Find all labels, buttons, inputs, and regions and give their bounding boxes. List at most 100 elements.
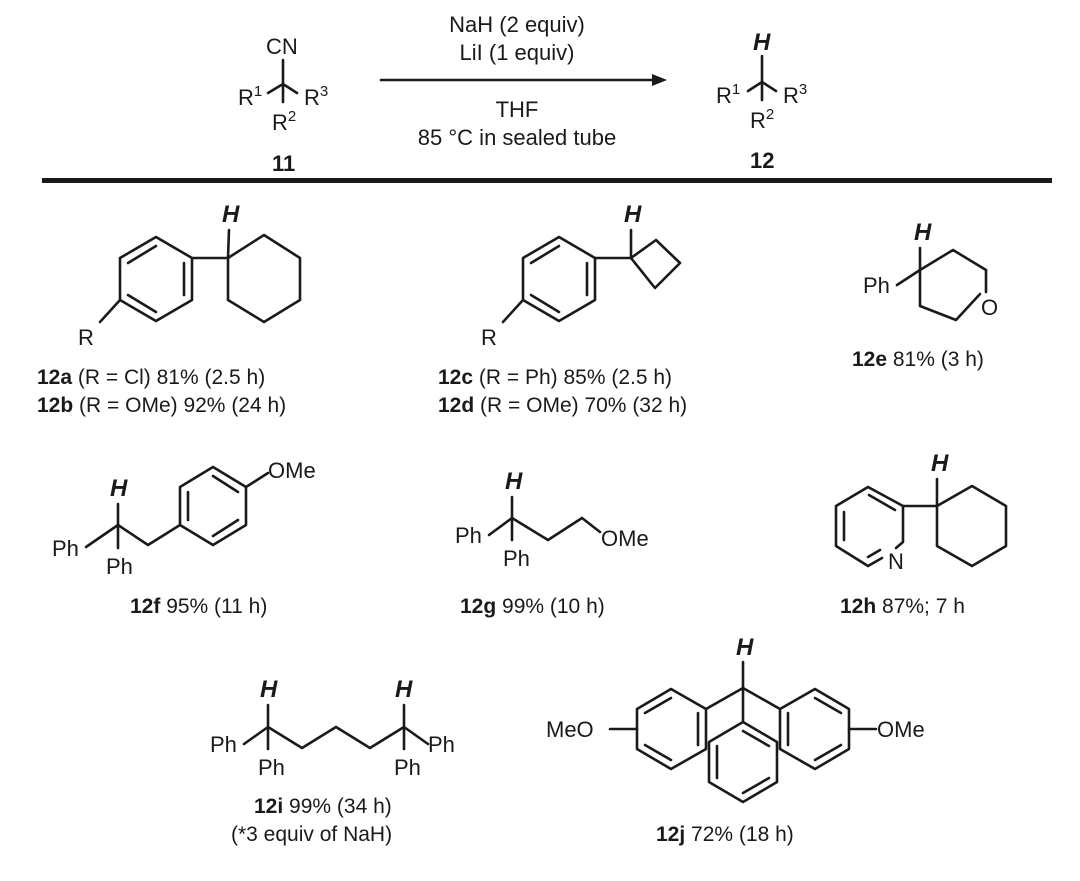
bond (715, 729, 771, 795)
cyano-group-label: CN (266, 34, 298, 59)
compound-12g: H Ph Ph OMe 12g 99% (10 h) (455, 468, 649, 618)
reactant-r2-label: R2 (272, 108, 296, 135)
ph-label: Ph (455, 523, 482, 548)
bond (895, 268, 922, 287)
compound-12e: H Ph O 12e 81% (3 h) (852, 219, 998, 371)
caption-12h: 12h 87%; 7 h (840, 595, 965, 618)
ph-label: Ph (503, 546, 530, 571)
bond (741, 686, 782, 711)
product-id-label: 12 (750, 148, 774, 173)
benzene-ring (635, 687, 708, 771)
compound-12cd: H R 12c (R = Ph) 85% (2.5 h) 12d (R = OM… (438, 201, 687, 417)
compound-12f: H Ph Ph OMe 12f 95% (11 h) (52, 458, 316, 618)
ome-label: OMe (601, 526, 649, 551)
caption-12b: 12b (R = OMe) 92% (24 h) (37, 394, 286, 417)
bond (786, 696, 843, 762)
ph-label: Ph (394, 755, 421, 780)
caption-12e: 12e 81% (3 h) (852, 348, 984, 371)
general-reaction: CN R1 R3 R2 11 NaH (2 equiv) LiI (1 equi… (238, 12, 807, 176)
h-label: H (260, 676, 278, 703)
n-label: N (888, 549, 904, 574)
bond (842, 493, 897, 559)
ph-label: Ph (106, 554, 133, 579)
product-r3-label: R3 (783, 81, 807, 108)
bond (529, 244, 589, 314)
h-label: H (736, 634, 754, 661)
condition-temperature: 85 °C in sealed tube (418, 125, 616, 150)
bond (186, 474, 240, 538)
bond (510, 516, 602, 542)
cyclohexane-ring (226, 233, 302, 324)
condition-solvent: THF (496, 97, 539, 122)
ph-label: Ph (210, 732, 237, 757)
product-hydrogen-label: H (753, 29, 771, 56)
ph-label: Ph (258, 755, 285, 780)
bond (116, 523, 182, 547)
pyridine-ring (834, 485, 905, 568)
reactant-structure-11: CN R1 R3 R2 11 (238, 34, 328, 176)
h-label: H (395, 676, 413, 703)
ome-label: OMe (877, 717, 925, 742)
benzene-ring (178, 465, 248, 547)
meo-label: MeO (546, 717, 594, 742)
h-label: H (505, 468, 523, 495)
ph-label: Ph (428, 732, 455, 757)
condition-nah: NaH (2 equiv) (449, 12, 585, 37)
bond (487, 516, 514, 537)
compound-12j: H MeO OMe 12j 72% (18 h) (546, 634, 925, 846)
bond (266, 725, 406, 750)
benzene-ring (778, 687, 851, 771)
h-label: H (110, 475, 128, 502)
cyclobutane-ring (629, 238, 682, 290)
bond (242, 725, 270, 751)
bond (98, 298, 122, 324)
r-label: R (78, 325, 94, 350)
reactant-r3-label: R3 (304, 83, 328, 110)
caption-12c: 12c (R = Ph) 85% (2.5 h) (438, 366, 672, 389)
reaction-arrow: NaH (2 equiv) LiI (1 equiv) THF 85 °C in… (379, 12, 667, 150)
ph-label: Ph (863, 273, 890, 298)
bond (402, 703, 430, 751)
reactant-r1-label: R1 (238, 83, 262, 110)
bond (84, 523, 120, 549)
h-label: H (914, 219, 932, 246)
bond (643, 696, 700, 762)
reactant-id-label: 11 (272, 151, 295, 176)
h-label: H (222, 201, 240, 228)
compound-12h: H N 12h 87%; 7 h (834, 450, 1008, 618)
r-label: R (481, 325, 497, 350)
cyclohexane-ring (935, 484, 1008, 568)
bond (704, 686, 745, 711)
product-r1-label: R1 (716, 81, 740, 108)
caption-12f: 12f 95% (11 h) (130, 595, 267, 618)
bond (501, 298, 525, 324)
caption-12g: 12g 99% (10 h) (460, 595, 605, 618)
caption-12d: 12d (R = OMe) 70% (32 h) (438, 394, 687, 417)
compound-12i: H Ph Ph H Ph Ph 12i 99% (34 h) (*3 equiv… (210, 676, 455, 846)
h-label: H (624, 201, 642, 228)
bond (244, 471, 270, 489)
caption-12i: 12i 99% (34 h) (254, 795, 392, 818)
condition-lii: LiI (1 equiv) (460, 40, 575, 65)
caption-12i-note: (*3 equiv of NaH) (231, 823, 392, 846)
tetrahydropyran-ring (918, 248, 988, 322)
ome-label: OMe (268, 458, 316, 483)
benzene-ring (118, 235, 194, 323)
o-label: O (981, 295, 998, 320)
reactant-bonds (266, 58, 299, 104)
arrow-head (652, 74, 667, 86)
scheme-divider (42, 178, 1052, 183)
h-label: H (931, 450, 949, 477)
ph-label: Ph (52, 536, 79, 561)
caption-12a: 12a (R = Cl) 81% (2.5 h) (37, 366, 265, 389)
caption-12j: 12j 72% (18 h) (656, 823, 794, 846)
product-r2-label: R2 (750, 106, 774, 133)
compound-12ab: H R 12a (R = Cl) 81% (2.5 h) 12b (R = OM… (37, 201, 302, 417)
bond (126, 244, 186, 314)
product-structure-12: H R1 R3 R2 12 (716, 29, 807, 173)
product-bonds (746, 54, 778, 102)
benzene-ring (521, 235, 597, 323)
bond (226, 228, 231, 260)
benzene-ring (707, 720, 779, 804)
